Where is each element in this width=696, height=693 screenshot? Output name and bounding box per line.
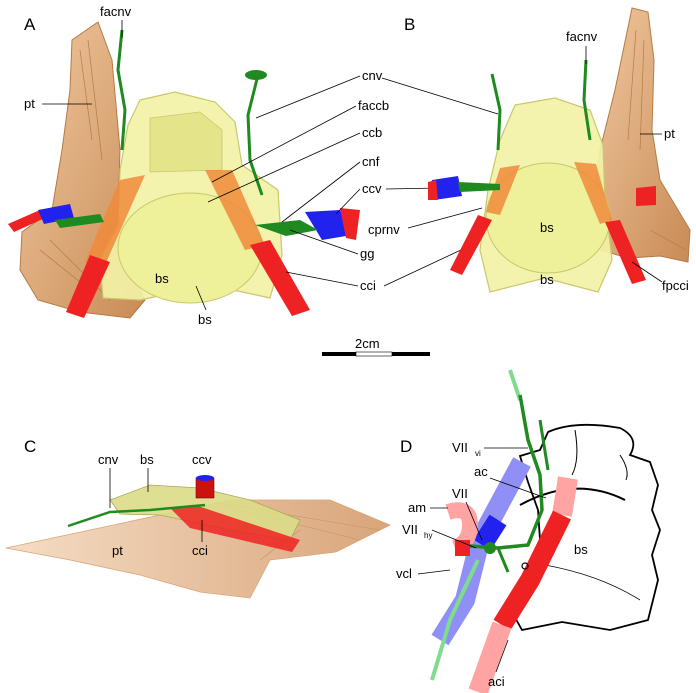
- nerve-b-facnv: [582, 59, 592, 141]
- label-c-bs: bs: [140, 452, 154, 467]
- vein-band-dark-d: [473, 514, 507, 551]
- carotid-canal-b-left: [486, 165, 520, 215]
- label-cnf: cnf: [362, 154, 380, 169]
- carotid-canal-right: [205, 170, 265, 250]
- label-d-vi-sub: vi: [475, 449, 481, 458]
- label-c-cci: cci: [192, 543, 208, 558]
- panel-b: B facnv pt cprnv bs bs fpcci: [368, 7, 691, 293]
- label-c-pt: pt: [112, 543, 123, 558]
- vcl-nerve: [430, 369, 522, 681]
- label-b-bs-lower: bs: [540, 272, 554, 287]
- artery-band-lower-light-d: [468, 621, 512, 693]
- sella-recess: [149, 111, 223, 173]
- label-bs: bs: [155, 271, 169, 286]
- cnv-nerve: [246, 74, 264, 196]
- nerve-left-branch: [55, 214, 104, 228]
- cci-b-left: [450, 215, 492, 275]
- ccv-b-right: [636, 186, 656, 206]
- label-d-vcl: vcl: [396, 566, 412, 581]
- label-d-vii-vi: VII: [452, 440, 468, 455]
- ccv-right: [305, 210, 352, 240]
- panel-c-letter: C: [24, 437, 36, 456]
- foramen-dot: [521, 562, 529, 570]
- carotid-canal-left: [85, 175, 145, 265]
- panel-a: A facnv pt cnv faccb: [8, 4, 499, 327]
- nerve-b-cnv: [490, 73, 502, 151]
- ccv-b-red: [428, 180, 438, 200]
- cci-left: [66, 255, 110, 318]
- nerve-b-ccv: [458, 182, 500, 192]
- ccv-c-top: [196, 475, 214, 481]
- label-gg: gg: [360, 246, 374, 261]
- artery-band-light-d: [552, 476, 578, 517]
- label-cprnv: cprnv: [368, 222, 400, 237]
- ccv-left: [8, 210, 45, 232]
- artery-band-d: [493, 510, 571, 631]
- geniculate-node: [484, 542, 496, 554]
- ganglion: [255, 220, 318, 236]
- panel-b-letter: B: [404, 15, 415, 34]
- pterygoid-texture-b: [627, 29, 687, 251]
- label-ccb: ccb: [362, 125, 382, 140]
- label-c-ccv: ccv: [192, 452, 212, 467]
- scale-bar-label: 2cm: [355, 336, 380, 351]
- cci-b-right: [605, 220, 646, 284]
- label-bs-lower: bs: [198, 312, 212, 327]
- ccv-b: [432, 176, 462, 200]
- panel-c: C cnv bs ccv pt cci: [5, 437, 391, 599]
- carotid-canal-b-right: [574, 162, 612, 224]
- label-facnv: facnv: [100, 4, 132, 19]
- cnv-head: [245, 70, 267, 80]
- facial-nerve-branch-d: [496, 419, 550, 573]
- label-b-bs: bs: [540, 220, 554, 235]
- scale-bar: 2cm: [322, 336, 430, 357]
- cci-c: [170, 506, 300, 552]
- label-b-facnv: facnv: [566, 29, 598, 44]
- label-fpcci: fpcci: [662, 278, 689, 293]
- label-d-aci: aci: [488, 674, 505, 689]
- label-c-cnv: cnv: [98, 452, 119, 467]
- label-d-hy-sub: hy: [424, 531, 432, 540]
- label-b-pt: pt: [664, 126, 675, 141]
- label-d-vii: VII: [452, 486, 468, 501]
- panel-d-letter: D: [400, 437, 412, 456]
- facial-nerve: [116, 29, 127, 151]
- label-pt: pt: [24, 96, 35, 111]
- label-ccv: ccv: [362, 181, 382, 196]
- label-d-bs: bs: [574, 542, 588, 557]
- cci-right: [250, 240, 310, 316]
- label-d-vii-hy: VII: [402, 522, 418, 537]
- label-cnv: cnv: [362, 68, 383, 83]
- panel-a-letter: A: [24, 15, 36, 34]
- nerve-c: [67, 503, 206, 528]
- basisphenoid-inner-d: [544, 564, 641, 601]
- basisphenoid-ridge-d: [571, 429, 628, 481]
- ccv-right-red: [340, 208, 360, 240]
- label-faccb: faccb: [358, 98, 389, 113]
- panel-d: D VII vi ac am VII VII: [396, 369, 661, 693]
- pterygoid-texture: [39, 39, 111, 301]
- label-d-am: am: [408, 500, 426, 515]
- label-d-ac: ac: [474, 464, 488, 479]
- label-cci: cci: [360, 278, 376, 293]
